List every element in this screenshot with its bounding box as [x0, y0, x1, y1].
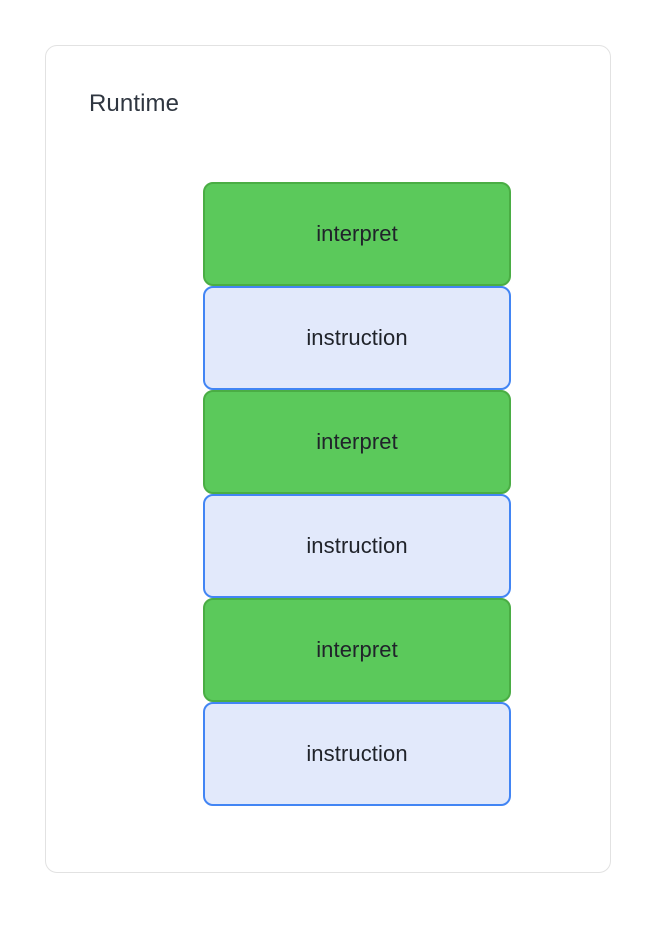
stack-frame-label: instruction	[306, 741, 408, 766]
stack-frame-label: interpret	[316, 429, 398, 454]
page-title: Runtime	[89, 90, 180, 117]
stack-frame-interpret-2[interactable]: interpret	[203, 390, 511, 494]
stack-frame-label: instruction	[306, 325, 408, 350]
stack-frame-label: interpret	[316, 221, 398, 246]
runtime-panel: Runtime interpret instruction interpret …	[45, 45, 611, 873]
stack-frame-label: instruction	[306, 533, 408, 558]
stack-frame-label: interpret	[316, 637, 398, 662]
stack-frame-instruction-2[interactable]: instruction	[203, 494, 511, 598]
stack-frame-instruction-3[interactable]: instruction	[203, 702, 511, 806]
stack-frame-instruction-1[interactable]: instruction	[203, 286, 511, 390]
stack-frame-interpret-1[interactable]: interpret	[203, 182, 511, 286]
stack-frame-interpret-3[interactable]: interpret	[203, 598, 511, 702]
execution-frame-stack: interpret instruction interpret instruct…	[203, 182, 511, 806]
